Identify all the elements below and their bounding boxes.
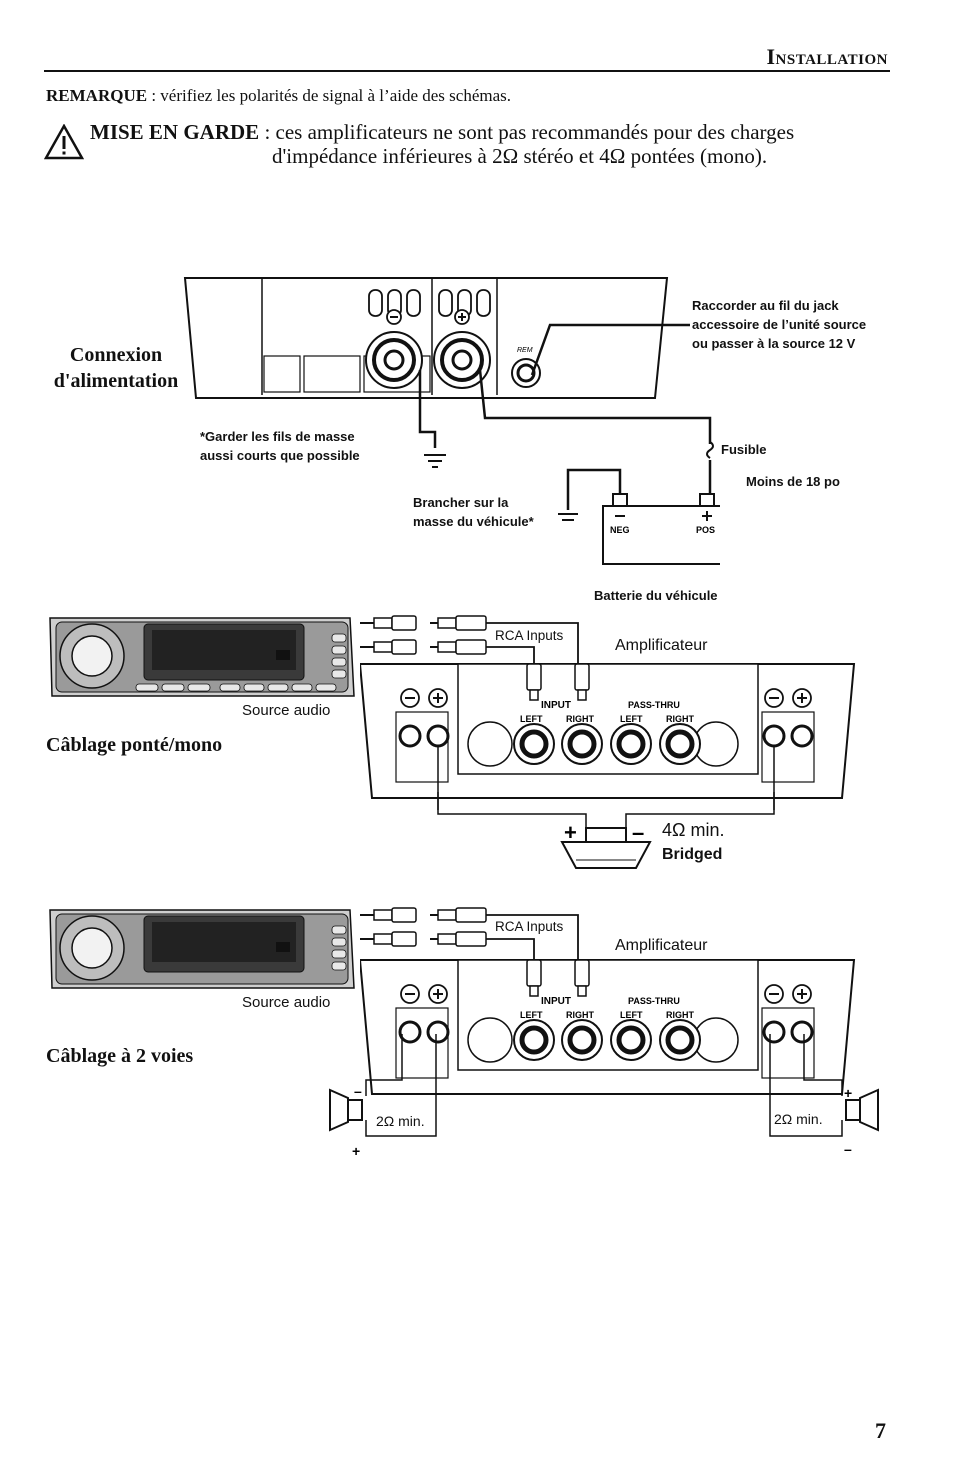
impedance-twoch-right: 2Ω min.: [774, 1111, 823, 1127]
caution-label: MISE EN GARDE: [90, 120, 260, 144]
rem-note: Raccorder au fil du jack accessoire de l…: [692, 296, 866, 353]
speakers-twoch: – + + –: [329, 1034, 879, 1159]
svg-text:–: –: [632, 820, 644, 845]
note-text: : vérifiez les polarités de signal à l’a…: [147, 86, 512, 105]
twoch-section-title: Câblage à 2 voies: [46, 1045, 194, 1067]
power-title-line1: Connexion: [69, 344, 163, 366]
input-right-label-bridged: RIGHT: [566, 714, 595, 724]
passthru-left-label-twoch: LEFT: [620, 1010, 643, 1020]
caution-paragraph: MISE EN GARDE : ces amplificateurs ne so…: [90, 120, 794, 168]
svg-text:–: –: [844, 1141, 852, 1157]
passthru-left-label-bridged: LEFT: [620, 714, 643, 724]
ground-note: *Garder les fils de masse aussi courts q…: [200, 427, 360, 465]
rem-note-line3: ou passer à la source 12 V: [692, 336, 856, 351]
chassis-note: Brancher sur la masse du véhicule*: [413, 493, 534, 531]
caution-line1: : ces amplificateurs ne sont pas recomma…: [259, 120, 795, 144]
rem-label: REM: [517, 347, 533, 354]
rca-inputs-label-bridged: RCA Inputs: [495, 628, 564, 643]
impedance-twoch-left: 2Ω min.: [376, 1113, 425, 1129]
ground-note-line2: aussi courts que possible: [200, 448, 360, 463]
ground-note-line1: *Garder les fils de masse: [200, 429, 355, 444]
power-section-title: Connexion d'alimentation: [46, 342, 186, 394]
rca-cables-bridged: [360, 615, 579, 670]
head-unit-twoch: [49, 909, 355, 989]
amp-label-twoch: Amplificateur: [615, 937, 708, 954]
bridged-label: Bridged: [662, 846, 723, 863]
svg-text:+: +: [564, 820, 577, 845]
input-left-label-twoch: LEFT: [520, 1010, 543, 1020]
source-audio-label-twoch: Source audio: [242, 994, 331, 1011]
input-right-label-twoch: RIGHT: [566, 1010, 595, 1020]
distance-label: Moins de 18 po: [746, 474, 840, 489]
amp-label-bridged: Amplificateur: [615, 637, 708, 654]
speaker-bridged: + –: [437, 792, 775, 869]
note-label: REMARQUE: [46, 86, 148, 105]
svg-text:+: +: [844, 1085, 852, 1101]
header-rule: [44, 70, 890, 72]
battery-pos-label: POS: [696, 525, 715, 535]
chassis-note-line1: Brancher sur la: [413, 495, 509, 510]
power-diagram: REM NEG POS: [183, 277, 720, 565]
input-label-bridged: INPUT: [541, 700, 571, 711]
passthru-right-label-bridged: RIGHT: [666, 714, 695, 724]
battery-neg-label: NEG: [610, 525, 630, 535]
battery-label: Batterie du véhicule: [594, 588, 718, 603]
rca-inputs-label-twoch: RCA Inputs: [495, 919, 564, 934]
caution-line2: d'impédance inférieures à 2Ω stéréo et 4…: [272, 144, 768, 168]
svg-text:–: –: [354, 1083, 362, 1099]
fuse-label: Fusible: [721, 442, 767, 457]
page-header-title: Installation: [766, 44, 888, 69]
chassis-note-line2: masse du véhicule*: [413, 514, 534, 529]
warning-icon: [44, 124, 84, 160]
rem-note-line1: Raccorder au fil du jack: [692, 298, 839, 313]
note-paragraph: REMARQUE : vérifiez les polarités de sig…: [46, 86, 511, 106]
input-label-twoch: INPUT: [541, 996, 571, 1007]
input-left-label-bridged: LEFT: [520, 714, 543, 724]
passthru-label-bridged: PASS-THRU: [628, 700, 680, 710]
source-audio-label-bridged: Source audio: [242, 702, 331, 719]
page-number: 7: [875, 1418, 886, 1443]
rca-cables-twoch: [360, 907, 579, 962]
passthru-right-label-twoch: RIGHT: [666, 1010, 695, 1020]
rem-note-line2: accessoire de l’unité source: [692, 317, 867, 332]
bridged-section-title: Câblage ponté/mono: [46, 734, 223, 756]
amplifier-bridged: INPUT PASS-THRU LEFT RIGHT LEFT RIGHT: [360, 663, 856, 810]
passthru-label-twoch: PASS-THRU: [628, 996, 680, 1006]
power-title-line2: d'alimentation: [53, 370, 179, 392]
impedance-bridged: 4Ω min.: [662, 820, 725, 840]
svg-text:+: +: [352, 1143, 360, 1159]
head-unit-bridged: [49, 617, 355, 697]
amplifier-twoch: INPUT PASS-THRU LEFT RIGHT LEFT RIGHT: [360, 959, 856, 1095]
